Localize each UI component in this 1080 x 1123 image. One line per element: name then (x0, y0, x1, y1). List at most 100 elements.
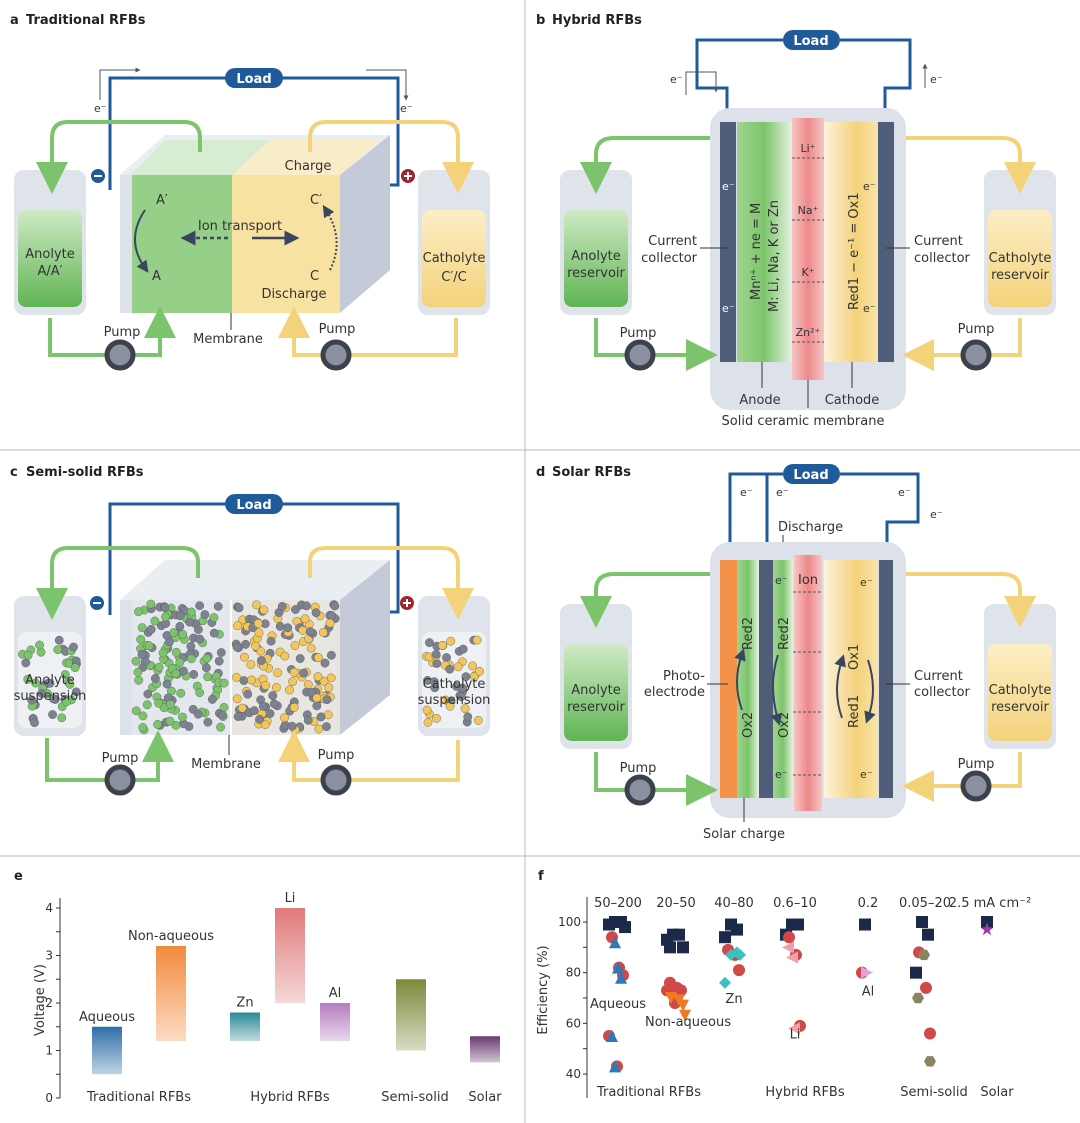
electron-label: e⁻ (775, 574, 788, 587)
pump-label: Pump (958, 322, 995, 337)
anolyte-label: Anolyte (571, 249, 621, 264)
species-label: Ox2 (777, 712, 792, 738)
species-label: Ox2 (741, 712, 756, 738)
particle (268, 691, 278, 701)
group-label: Solar (980, 1085, 1014, 1100)
particle (313, 653, 323, 663)
load-label: Load (793, 34, 828, 49)
particle (218, 710, 227, 720)
particle (325, 618, 335, 628)
particle (71, 687, 81, 697)
current-density-label: 2.5 mA cm⁻² (949, 896, 1031, 911)
particle (189, 670, 199, 679)
data-point-triangle (615, 971, 627, 984)
data-point-square (677, 941, 689, 954)
particle (138, 723, 148, 732)
particle (326, 650, 336, 660)
particle (432, 713, 441, 723)
particle (280, 651, 290, 661)
current-collector-label: collector (914, 251, 971, 266)
particle-suspension (131, 599, 340, 735)
particle (23, 650, 33, 660)
data-point-diamond (725, 948, 737, 961)
panel-a-traditional-rfbs: a Traditional RFBs Load e⁻ e⁻ A′ A C′ C … (10, 13, 490, 371)
particle (161, 612, 170, 622)
data-point-star (980, 922, 994, 936)
species-label: C (310, 269, 319, 284)
particle (53, 645, 63, 655)
y-axis-label: Voltage (V) (33, 964, 48, 1036)
bar-non-aqueous (156, 946, 186, 1041)
particle (298, 625, 308, 635)
particle (255, 714, 264, 724)
panel-d-solar-rfbs: d Solar RFBs Load e⁻ e⁻ e⁻ e⁻ Discharge … (536, 464, 1056, 842)
bar-label: Zn (236, 996, 253, 1011)
particle (446, 636, 456, 646)
particle (287, 721, 297, 731)
solar-charge-label: Solar charge (703, 827, 785, 842)
particle (31, 678, 41, 688)
current-collector-label: collector (914, 685, 971, 700)
particle (143, 689, 153, 699)
current-collector (879, 560, 893, 798)
anolyte-label: Anolyte (571, 683, 621, 698)
y-tick-label: 2 (45, 996, 53, 1010)
particle (175, 657, 185, 667)
particle (431, 649, 441, 659)
current-collector (878, 122, 894, 362)
particle (202, 654, 212, 663)
particle (240, 652, 249, 662)
particle (232, 694, 242, 704)
pump-label: Pump (620, 326, 657, 341)
current-density-label: 0.6–10 (773, 896, 817, 911)
data-point-hexagon (924, 1056, 936, 1067)
anolyte-sub-label: reservoir (567, 700, 625, 715)
particle (65, 679, 75, 689)
particle (233, 712, 243, 721)
particle (318, 627, 328, 637)
particle (251, 641, 261, 651)
particle (232, 672, 241, 682)
electron-label: e⁻ (740, 486, 753, 499)
pump-label: Pump (319, 322, 356, 337)
particle (316, 712, 326, 722)
particle (195, 634, 205, 644)
particle (209, 628, 219, 638)
panel-letter: e (14, 869, 23, 884)
particle (150, 674, 160, 683)
electron-label: e⁻ (860, 576, 873, 589)
load-label: Load (793, 468, 828, 483)
particle (261, 681, 271, 690)
discharge-label: Discharge (778, 520, 843, 535)
data-point-hexagon (912, 992, 924, 1004)
pump-icon (104, 339, 136, 371)
particle (171, 647, 181, 657)
particle (458, 644, 468, 654)
discharge-label: Discharge (261, 287, 326, 302)
data-point-triangle-left (782, 941, 794, 954)
species-label: A′ (156, 193, 168, 208)
catholyte-pipe (278, 306, 458, 357)
current-collector (759, 560, 773, 798)
particle (303, 680, 313, 689)
y-tick-label: 40 (566, 1067, 581, 1081)
current-density-label: 40–80 (714, 896, 754, 911)
anolyte-pipe (45, 730, 174, 782)
particle (164, 637, 174, 647)
particle (429, 677, 439, 687)
particle (252, 600, 261, 610)
pump-label: Pump (104, 325, 141, 340)
particle (162, 679, 172, 689)
load-pill (225, 68, 283, 88)
data-point-square (664, 941, 676, 954)
particle (158, 648, 168, 658)
external-wire (695, 38, 912, 112)
y-tick-label: 4 (45, 901, 53, 915)
data-point-triangle-left (788, 1022, 800, 1035)
particle (195, 688, 205, 698)
data-point-circle (733, 964, 745, 977)
catholyte-sub-label: suspension (418, 693, 491, 708)
bar-label: Non-aqueous (128, 929, 214, 944)
series-annotation: Zn (725, 992, 742, 1007)
pump-icon (320, 339, 352, 371)
